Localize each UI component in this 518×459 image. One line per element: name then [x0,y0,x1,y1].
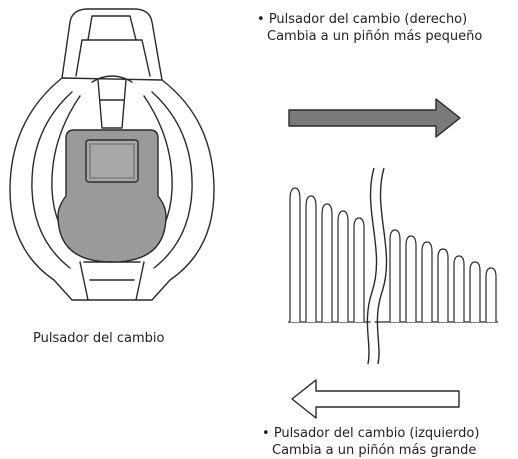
shift-button [57,129,167,263]
bullet: • [262,426,270,441]
note-description: Cambia a un piñón más grande [272,443,477,458]
note-description: Cambia a un piñón más pequeño [267,29,483,44]
right-button-note: • Pulsador del cambio (derecho) Cambia a… [257,11,482,45]
note-title: Pulsador del cambio (izquierdo) [273,426,480,441]
lever-caption: Pulsador del cambio [33,331,165,346]
bullet: • [257,12,265,27]
note-title: Pulsador del cambio (derecho) [268,12,468,27]
button-window [85,139,139,183]
break-lines [366,167,388,365]
sprocket-diagram [288,187,498,323]
left-button-note: • Pulsador del cambio (izquierdo) Cambia… [262,425,479,459]
arrow-right-icon [288,98,461,138]
arrow-left-icon [291,379,460,419]
